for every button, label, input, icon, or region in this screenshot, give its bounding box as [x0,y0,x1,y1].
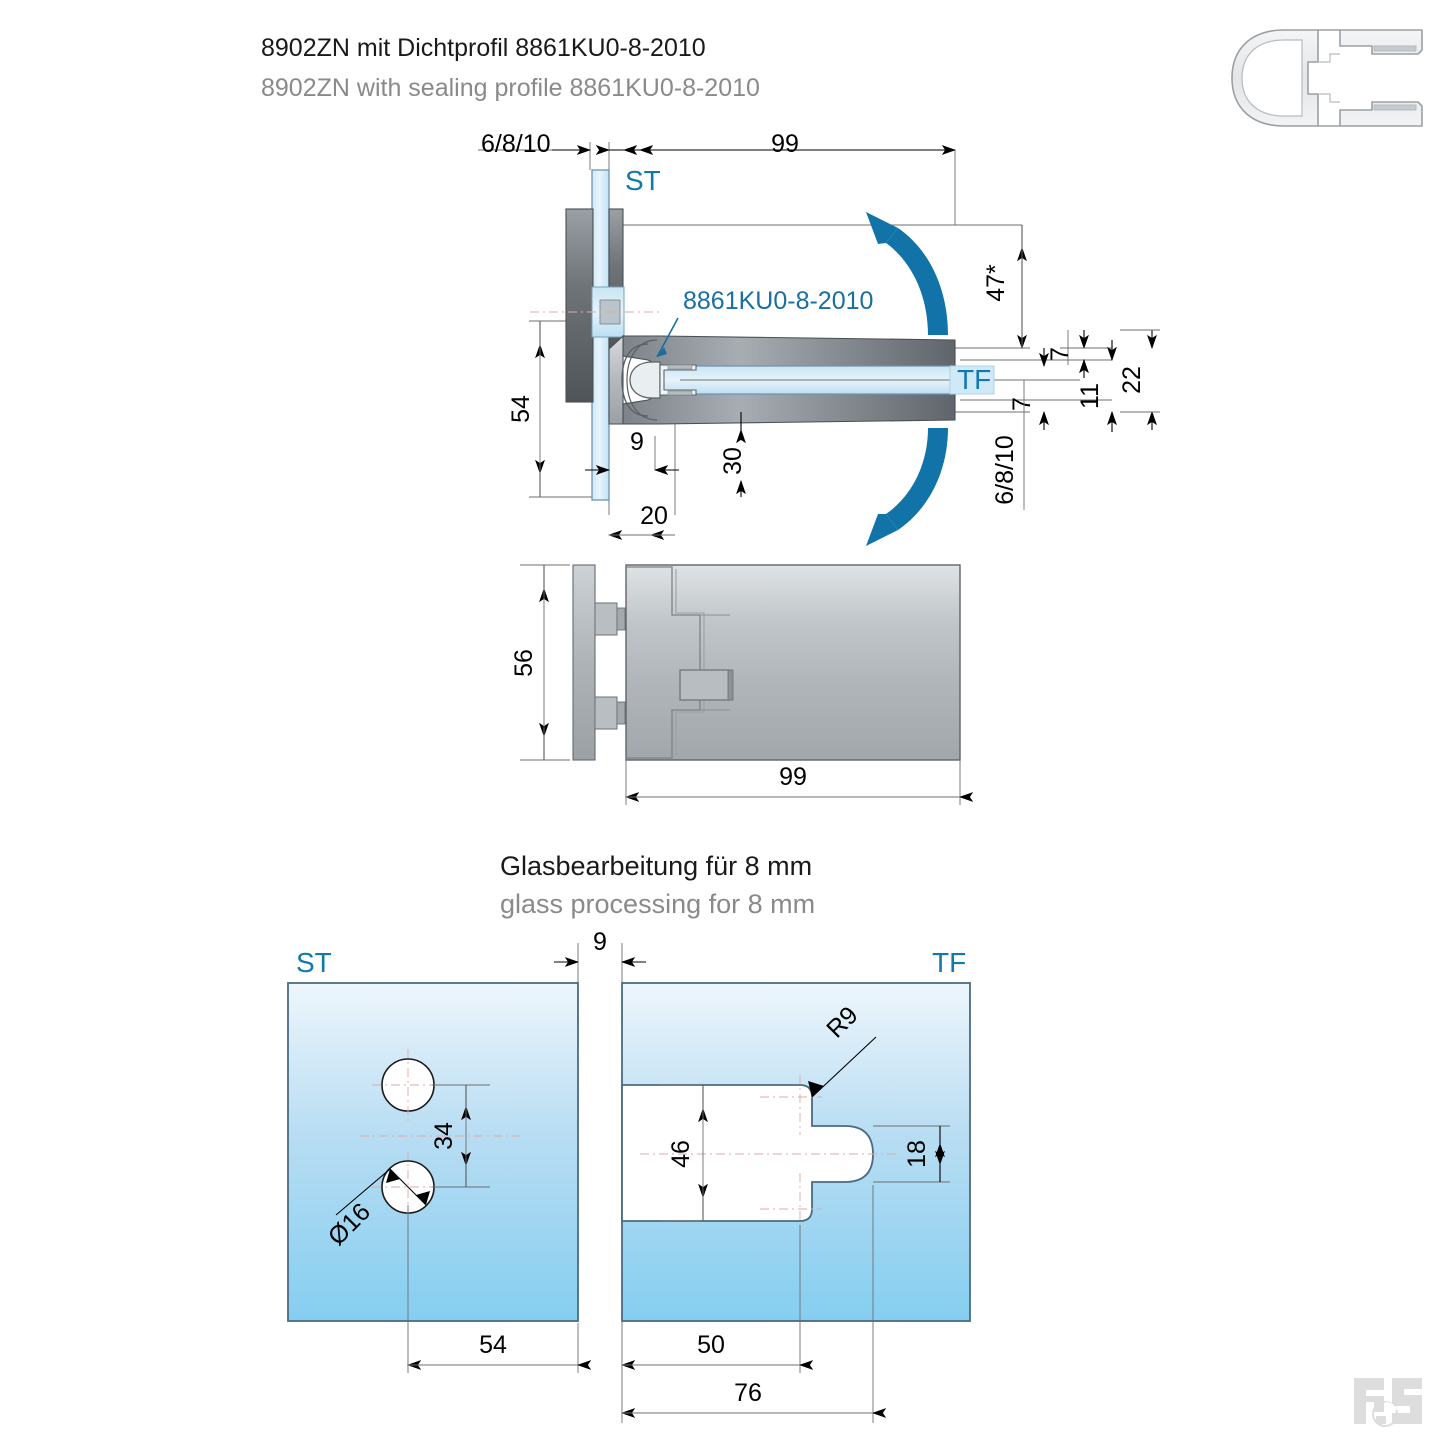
plan-view: 6/8/10 99 ST 8861KU0-8-2010 TF 47* 7 7 1… [0,0,1200,560]
dim-open-47: 47* [982,264,1010,302]
page-title-de: 8902ZN mit Dichtprofil 8861KU0-8-2010 [261,34,706,62]
glass-processing-heading-de: Glasbearbeitung für 8 mm [500,851,812,881]
dim-notch-height-18: 18 [903,1140,931,1168]
dim-tf-50: 50 [697,1331,725,1359]
dim-cutout-height-46: 46 [667,1140,695,1168]
hinge-body-elevation [625,564,961,761]
svg-text:22: 22 [1118,366,1146,394]
drill-hole-upper [381,1058,435,1112]
hinge-leaf-upper [622,335,956,367]
dim-plan-width-99: 99 [771,130,799,158]
dim-stack-right: 7 7 11 22 [1008,329,1160,432]
dim-elev-width-99: 99 [779,763,807,791]
label-tf: TF [957,364,991,395]
dim-base-20: 20 [640,502,668,530]
dim-glass-thickness-right: 6/8/10 [991,435,1019,505]
dim-hole-spacing-34: 34 [430,1122,458,1150]
elevation-view: 56 99 [0,545,1100,835]
svg-text:7: 7 [1046,347,1074,361]
rs-logo [1352,1372,1426,1436]
label-st: ST [625,165,661,196]
sealing-profile-cross-section-icon [1222,22,1432,134]
dim-depth-30: 30 [719,447,747,475]
page-title-en: 8902ZN with sealing profile 8861KU0-8-20… [261,74,760,102]
rotation-arrow-open-down [866,428,948,546]
dim-elev-height-56: 56 [510,649,538,677]
sealing-profile-8861 [629,361,697,399]
label-tf-panel: TF [932,947,966,978]
dim-height-54: 54 [507,395,535,423]
dim-gap-9: 9 [593,928,607,956]
hinge-leaf-lower [622,393,956,425]
dim-tf-76: 76 [734,1379,762,1407]
glass-processing-heading-en: glass processing for 8 mm [500,889,815,919]
svg-text:7: 7 [1008,397,1036,411]
glass-panel-st-processing [287,982,579,1322]
rotation-arrow-open-up [866,212,948,335]
svg-text:11: 11 [1076,383,1104,409]
label-seal-part-number: 8861KU0-8-2010 [683,287,873,315]
glass-processing-section: Glasbearbeitung für 8 mm glass processin… [0,845,1100,1445]
dim-edge-distance-54: 54 [479,1331,507,1359]
dim-offset-9: 9 [630,428,644,456]
label-st-panel: ST [296,947,332,978]
hinge-recess [679,669,731,701]
dim-glass-thickness-left: 6/8/10 [481,130,551,158]
